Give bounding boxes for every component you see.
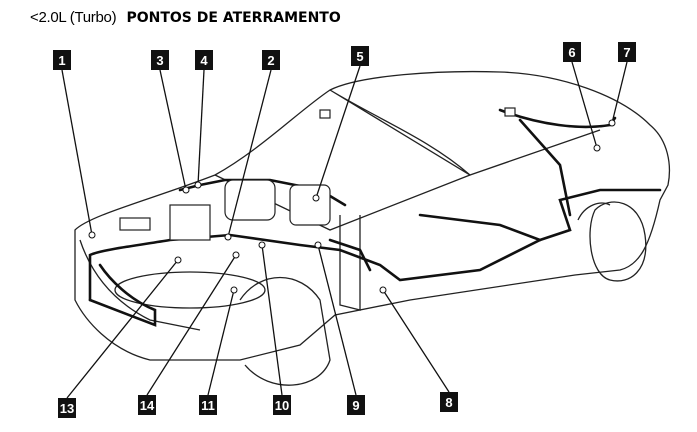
leader-line-1	[61, 69, 93, 236]
ground-point-marker-4	[194, 181, 202, 189]
ground-point-label-1: 1	[53, 50, 71, 70]
leader-line-10	[261, 244, 283, 396]
leader-line-7	[611, 61, 628, 124]
ground-point-label-14: 14	[138, 395, 156, 415]
ground-point-marker-3	[182, 186, 190, 194]
engine-label: <2.0L (Turbo)	[30, 9, 117, 26]
ground-point-label-11: 11	[199, 395, 217, 415]
ground-point-marker-5	[312, 194, 320, 202]
ground-point-label-5: 5	[351, 46, 369, 66]
label-box	[440, 392, 458, 412]
leader-line-2	[227, 69, 272, 238]
label-box	[199, 395, 217, 415]
label-number: 10	[275, 398, 289, 413]
ground-point-label-13: 13	[58, 398, 76, 418]
label-number: 14	[140, 398, 155, 413]
car-body-outline	[74, 70, 671, 386]
label-number: 5	[356, 49, 363, 64]
label-box	[53, 50, 71, 70]
label-number: 7	[623, 45, 630, 60]
label-box	[351, 46, 369, 66]
ground-point-label-6: 6	[563, 42, 581, 62]
leader-line-8	[382, 289, 450, 393]
label-number: 1	[58, 53, 65, 68]
ground-point-marker-13	[174, 256, 182, 264]
ground-point-marker-9	[314, 241, 322, 249]
components	[119, 107, 516, 241]
label-box	[262, 50, 280, 70]
leader-line-6	[571, 61, 598, 149]
label-box	[273, 395, 291, 415]
label-number: 11	[201, 398, 215, 413]
heading: PONTOS DE ATERRAMENTO	[126, 10, 341, 26]
label-box	[195, 50, 213, 70]
label-box	[563, 42, 581, 62]
label-number: 13	[60, 401, 74, 416]
ground-point-label-7: 7	[618, 42, 636, 62]
ground-point-label-9: 9	[347, 395, 365, 415]
ground-point-marker-7	[608, 119, 616, 127]
leader-line-13	[66, 259, 179, 399]
label-box	[58, 398, 76, 418]
ground-point-label-4: 4	[195, 50, 213, 70]
label-number: 2	[267, 53, 274, 68]
ground-point-marker-11	[230, 286, 238, 294]
label-number: 3	[156, 53, 163, 68]
ground-point-label-3: 3	[151, 50, 169, 70]
label-number: 8	[445, 395, 452, 410]
leader-line-9	[317, 244, 357, 396]
label-box	[151, 50, 169, 70]
ground-point-label-10: 10	[273, 395, 291, 415]
leader-line-4	[197, 69, 205, 186]
leader-line-11	[207, 289, 235, 396]
diagram-title: <2.0L (Turbo) PONTOS DE ATERRAMENTO	[30, 9, 341, 26]
label-box	[347, 395, 365, 415]
ground-point-marker-14	[232, 251, 240, 259]
label-number: 9	[352, 398, 359, 413]
ground-point-label-2: 2	[262, 50, 280, 70]
label-box	[618, 42, 636, 62]
leader-line-3	[159, 69, 187, 191]
ground-point-marker-1	[88, 231, 96, 239]
ground-point-marker-8	[379, 286, 387, 294]
label-number: 6	[568, 45, 575, 60]
ground-point-labels: 1 2 3 4 5 6 7 8 9 10 11 13 14	[53, 42, 636, 418]
ground-point-marker-2	[224, 233, 232, 241]
leader-line-14	[146, 254, 237, 396]
leader-lines	[61, 61, 628, 399]
ground-point-marker-6	[593, 144, 601, 152]
label-number: 4	[200, 53, 208, 68]
label-box	[138, 395, 156, 415]
leader-line-5	[315, 65, 361, 199]
ground-point-label-8: 8	[440, 392, 458, 412]
ground-point-marker-10	[258, 241, 266, 249]
